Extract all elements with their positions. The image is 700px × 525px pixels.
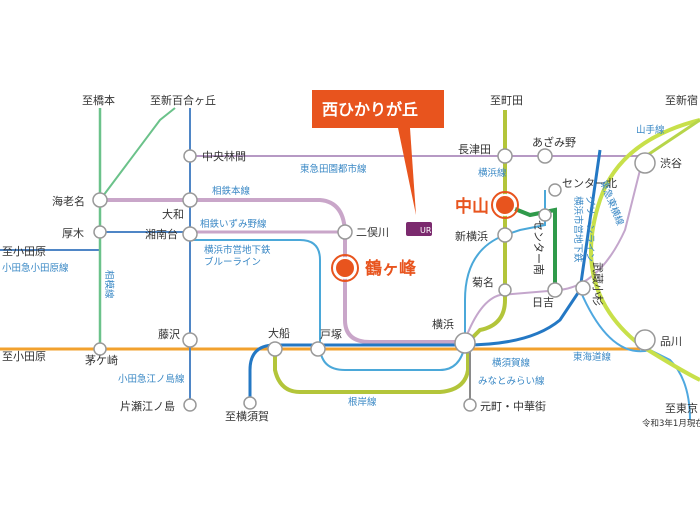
label-tsurugamine: 鶴ヶ峰 — [365, 258, 417, 279]
line-label-odakyu-enoshima: 小田急江ノ島線 — [118, 373, 185, 385]
label-shinyokohama: 新横浜 — [455, 229, 488, 243]
label-yamato: 大和 — [162, 207, 184, 221]
label-kikuna: 菊名 — [472, 275, 494, 289]
dest-odawara-2: 至小田原 — [2, 350, 46, 363]
label-ofuna: 大船 — [268, 326, 290, 340]
label-atsugi: 厚木 — [62, 227, 84, 240]
label-totsuka: 戸塚 — [320, 328, 342, 341]
label-futamatagawa: 二俣川 — [356, 225, 389, 239]
line-label-sotetsu-izumino: 相鉄いずみ野線 — [200, 218, 267, 230]
dest-hashimoto: 至橋本 — [82, 93, 115, 107]
station-ebina[interactable] — [92, 192, 108, 208]
negishi-line — [273, 345, 470, 394]
station-fujisawa[interactable] — [182, 332, 198, 348]
station-center-kita[interactable] — [548, 183, 562, 197]
line-label-negishi: 根岸線 — [348, 396, 377, 408]
station-hiyoshi[interactable] — [547, 282, 563, 298]
callout-pointer — [398, 128, 416, 215]
station-yamato[interactable] — [182, 192, 198, 208]
line-label-tokaido: 東海道線 — [573, 351, 612, 363]
label-shonandai: 湘南台 — [145, 227, 178, 241]
ur-logo: UR — [406, 222, 432, 236]
date-note: 令和3年1月現在 — [642, 418, 700, 429]
line-label-denentoshi: 東急田園都市線 — [300, 163, 367, 175]
label-musashikosugi: 武蔵小杉 — [591, 262, 605, 306]
dest-yokosuka: 至横須賀 — [225, 409, 269, 423]
tsurugamine-ring — [331, 254, 359, 282]
label-azamino: あざみ野 — [532, 135, 576, 149]
label-shibuya: 渋谷 — [660, 157, 682, 170]
station-katase[interactable] — [183, 398, 197, 412]
station-chigasaki[interactable] — [93, 342, 107, 356]
tsurugamine-marker[interactable] — [334, 257, 356, 279]
yamanote-line — [589, 118, 700, 382]
label-center-kita: センター北 — [562, 177, 617, 190]
branch-shinyurigaoka — [99, 107, 176, 201]
label-center-minami: センター南 — [532, 220, 545, 275]
line-label-yokosuka: 横須賀線 — [492, 357, 531, 369]
station-yokosuka[interactable] — [243, 396, 257, 410]
station-futamatagawa[interactable] — [337, 224, 353, 240]
label-chigasaki: 茅ケ崎 — [85, 353, 118, 367]
line-label-yokohama: 横浜線 — [478, 167, 507, 179]
station-markers — [92, 148, 656, 412]
station-shinagawa[interactable] — [634, 329, 656, 351]
line-label-blueline: 横浜市営地下鉄ブルーライン — [204, 244, 271, 268]
dest-shinyurigaoka: 至新百合ヶ丘 — [150, 93, 216, 107]
label-nakayama: 中山 — [455, 196, 489, 217]
nakayama-ring — [491, 191, 519, 219]
yamanote-outer — [639, 118, 700, 162]
line-label-odakyu-odawara: 小田急小田原線 — [2, 262, 69, 274]
label-hiyoshi: 日吉 — [532, 296, 554, 309]
station-ofuna[interactable] — [267, 341, 283, 357]
label-fujisawa: 藤沢 — [158, 327, 180, 341]
station-atsugi[interactable] — [93, 225, 107, 239]
line-label-greenline: 横浜市営地下鉄グリーンライン — [572, 196, 596, 263]
dest-odawara-1: 至小田原 — [2, 245, 46, 258]
line-label-minatomirai: みなとみらい線 — [478, 375, 545, 387]
yokosuka-line — [248, 149, 602, 400]
line-label-yamanote: 山手線 — [636, 124, 665, 136]
station-azamino[interactable] — [537, 148, 553, 164]
station-musashikosugi[interactable] — [575, 280, 591, 296]
yokohama-line — [468, 110, 507, 342]
label-motomachi: 元町・中華街 — [480, 399, 546, 413]
line-label-sotetsu-main: 相鉄本線 — [212, 185, 251, 197]
ur-logo-text: UR — [420, 226, 432, 235]
dest-shinjuku: 至新宿 — [665, 93, 698, 107]
dest-machida: 至町田 — [490, 94, 523, 107]
station-kikuna[interactable] — [498, 283, 512, 297]
station-yokohama[interactable] — [454, 332, 476, 354]
callout-box — [312, 90, 444, 128]
station-nagatsuta[interactable] — [497, 148, 513, 164]
station-center-minami[interactable] — [538, 208, 552, 222]
line-label-sagami: 相模線 — [103, 270, 115, 299]
label-shinagawa: 品川 — [660, 335, 682, 348]
nakayama-marker[interactable] — [494, 194, 516, 216]
station-motomachi[interactable] — [463, 398, 477, 412]
station-shibuya[interactable] — [634, 152, 656, 174]
station-chuorinkan[interactable] — [183, 149, 197, 163]
label-chuorinkan: 中央林間 — [202, 149, 246, 163]
label-ebina: 海老名 — [52, 194, 85, 208]
station-totsuka[interactable] — [310, 341, 326, 357]
callout-title: 西ひかりが丘 — [322, 100, 418, 119]
label-yokohama: 横浜 — [432, 317, 454, 331]
station-shinyokohama[interactable] — [497, 227, 513, 243]
label-katase: 片瀬江ノ島 — [120, 399, 175, 413]
label-nagatsuta: 長津田 — [458, 143, 491, 156]
blue-line — [190, 190, 546, 371]
dest-tokyo: 至東京 — [665, 401, 698, 415]
station-shonandai[interactable] — [182, 226, 198, 242]
